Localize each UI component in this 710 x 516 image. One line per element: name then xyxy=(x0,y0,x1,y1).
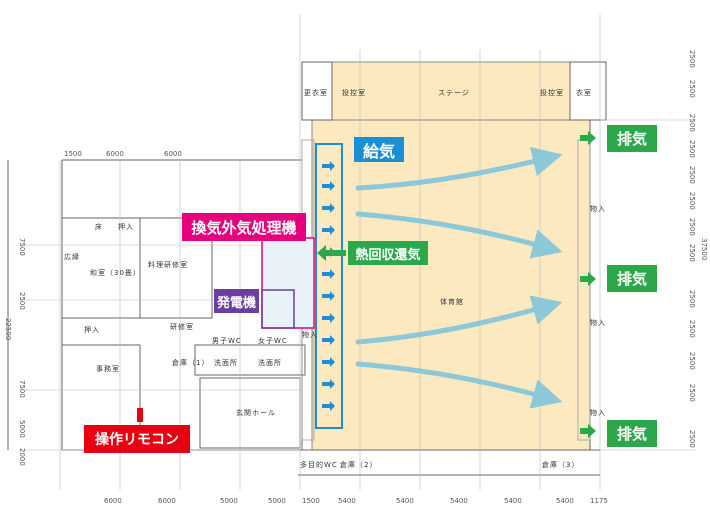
outdoor-air-unit-label: 換気外気処理機 xyxy=(182,213,306,241)
room-washroom-1: 洗面所 xyxy=(214,359,238,367)
dim-top-2: 6000 xyxy=(106,150,124,158)
room-warehouse-2: 倉庫（2） xyxy=(340,461,378,469)
room-oshiire-2: 押入 xyxy=(84,326,100,334)
room-tokonoma: 床 xyxy=(95,223,103,231)
dim-right-5: 2500 xyxy=(688,166,696,184)
dim-left-1: 7500 xyxy=(18,238,26,256)
room-mens-wc: 男子WC xyxy=(212,337,242,345)
supply-arrows xyxy=(322,161,335,411)
dim-top-1: 1500 xyxy=(64,150,82,158)
dim-bottom-3: 5000 xyxy=(220,497,238,505)
room-entrance: 玄関ホール xyxy=(236,409,276,417)
dim-bottom-1: 6000 xyxy=(104,497,122,505)
heat-recovery-label: 熱回収還気 xyxy=(348,241,428,265)
supply-duct xyxy=(315,143,343,429)
room-office: 事務室 xyxy=(96,365,120,373)
return-arrow-icon xyxy=(317,245,346,261)
room-storage-d: 物入 xyxy=(302,331,318,339)
dim-right-7: 2500 xyxy=(688,218,696,236)
dim-left-4: 7500 xyxy=(18,380,26,398)
dim-right-9: 2500 xyxy=(688,290,696,308)
dim-bottom-9: 5400 xyxy=(504,497,522,505)
dim-right-13: 2500 xyxy=(688,430,696,448)
room-womens-wc: 女子WC xyxy=(258,337,288,345)
room-gymnasium: 体育館 xyxy=(440,298,464,306)
exhaust-label-3: 排気 xyxy=(607,420,657,447)
dim-right-11: 2500 xyxy=(688,352,696,370)
room-japanese: 和室（30畳） xyxy=(90,269,141,277)
room-oshiire-1: 押入 xyxy=(118,223,134,231)
supply-air-label: 給気 xyxy=(354,137,404,162)
room-stage: ステージ xyxy=(438,89,470,97)
dim-right-6: 2500 xyxy=(688,192,696,210)
room-storage-hall: 広縁 xyxy=(64,253,80,261)
room-storage-c: 物入 xyxy=(590,409,606,417)
dim-bottom-6: 5400 xyxy=(338,497,356,505)
dim-right-2: 2500 xyxy=(688,80,696,98)
dim-top-3: 6000 xyxy=(164,150,182,158)
room-washroom-2: 洗面所 xyxy=(258,359,282,367)
dim-bottom-4: 5000 xyxy=(268,497,286,505)
dim-left-2: 2500 xyxy=(18,292,26,310)
exhaust-arrows xyxy=(580,131,596,438)
dim-right-12: 2500 xyxy=(688,384,696,402)
stage-area xyxy=(331,61,571,121)
room-training: 研修室 xyxy=(170,323,194,331)
dim-bottom-5: 1500 xyxy=(302,497,320,505)
dim-bottom-11: 1175 xyxy=(590,497,608,505)
airflow-arrows xyxy=(355,146,563,409)
room-dressing-2: 衣室 xyxy=(576,89,592,97)
exhaust-label-2: 排気 xyxy=(607,265,657,292)
room-storage-a: 物入 xyxy=(590,205,606,213)
dim-bottom-7: 5400 xyxy=(396,497,414,505)
generator-label: 発電機 xyxy=(214,289,259,313)
room-control-1: 投控室 xyxy=(342,89,366,97)
dim-left-6: 2000 xyxy=(18,448,26,466)
dim-right-10: 2500 xyxy=(688,320,696,338)
remote-control-label: 操作リモコン xyxy=(84,425,190,453)
dim-left-5: 5000 xyxy=(18,420,26,438)
remote-marker xyxy=(137,408,143,422)
room-storage-b: 物入 xyxy=(590,319,606,327)
exhaust-label-1: 排気 xyxy=(607,125,657,152)
room-warehouse-3: 倉庫（3） xyxy=(542,461,580,469)
dim-bottom-10: 5400 xyxy=(556,497,574,505)
dim-left-3: 22500 xyxy=(4,318,12,341)
dim-right-4: 2500 xyxy=(688,140,696,158)
room-cooking: 料理研修室 xyxy=(148,261,188,269)
gym-area xyxy=(311,119,591,451)
room-dressing: 更衣室 xyxy=(304,89,328,97)
dim-bottom-2: 6000 xyxy=(158,497,176,505)
dim-right-1: 2500 xyxy=(688,50,696,68)
room-warehouse-1: 倉庫（1） xyxy=(172,359,210,367)
generator-box xyxy=(261,289,295,329)
room-control-2: 投控室 xyxy=(540,89,564,97)
equipment-room xyxy=(261,237,315,329)
room-multipurpose-wc: 多目的WC xyxy=(300,461,338,469)
dim-bottom-8: 5400 xyxy=(450,497,468,505)
dim-right-14: 37500 xyxy=(700,238,708,261)
dim-right-3: 2500 xyxy=(688,114,696,132)
dim-right-8: 2500 xyxy=(688,244,696,262)
